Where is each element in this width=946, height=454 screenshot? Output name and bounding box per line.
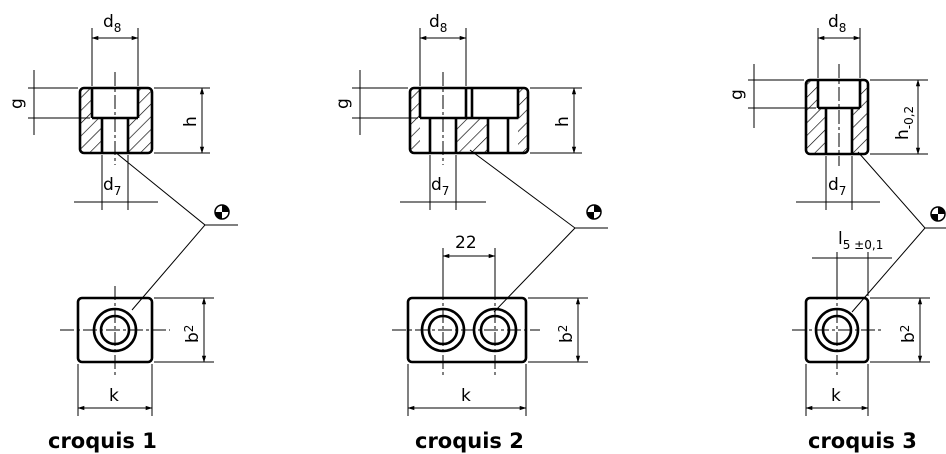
sketch-1-h-label: h	[181, 116, 201, 127]
sketch-2-surface-symbol-icon	[586, 204, 602, 220]
sketch-1-side-view	[28, 28, 210, 210]
sketch-1-caption: croquis 1	[48, 429, 157, 453]
sketch-2-d7-label: d7	[431, 175, 449, 198]
sketch-3-b2-label: b2	[898, 325, 919, 343]
sketch-1-k-label: k	[109, 386, 119, 406]
sketch-2-side-view	[352, 28, 582, 210]
sketch-3-g-label: g	[727, 89, 747, 100]
sketch-2: d8 d7 g h 22 b2 k croquis 2	[333, 12, 608, 453]
sketch-2-g-label: g	[333, 98, 353, 109]
sketch-3: d8 d7 g h-0,2 l5 ±0,1 b2 k croquis 3	[727, 12, 946, 453]
sketch-1-b2-label: b2	[182, 325, 203, 343]
sketch-2-top-view	[392, 248, 588, 416]
sketch-3-k-label: k	[831, 386, 841, 406]
sketch-3-side-view	[748, 28, 928, 210]
sketch-3-caption: croquis 3	[808, 429, 917, 453]
sketch-3-h-label: h-0,2	[893, 106, 916, 140]
sketch-2-surface-leader	[469, 149, 576, 313]
sketch-2-k-label: k	[461, 386, 471, 406]
sketch-2-caption: croquis 2	[415, 429, 524, 453]
sketch-1-d8-label: d8	[103, 12, 121, 35]
sketch-3-l5-label: l5 ±0,1	[838, 229, 883, 252]
sketch-2-d8-label: d8	[429, 12, 447, 35]
sketch-3-d7-label: d7	[828, 175, 846, 198]
sketch-1-top-view	[60, 286, 214, 416]
sketch-2-spacing-label: 22	[455, 233, 477, 253]
sketch-2-b2-label: b2	[556, 325, 577, 343]
sketch-3-d8-label: d8	[828, 12, 846, 35]
sketch-1: d8 d7 g h b2 k croquis 1	[7, 12, 238, 453]
sketch-3-surface-leader	[851, 151, 926, 313]
sketch-3-surface-symbol-icon	[930, 206, 946, 222]
sketch-1-surface-symbol-icon	[214, 204, 230, 220]
sketch-3-top-view	[792, 252, 930, 416]
sketch-2-h-label: h	[553, 116, 573, 127]
sketch-1-g-label: g	[7, 98, 27, 109]
sketch-1-d7-label: d7	[103, 175, 121, 198]
